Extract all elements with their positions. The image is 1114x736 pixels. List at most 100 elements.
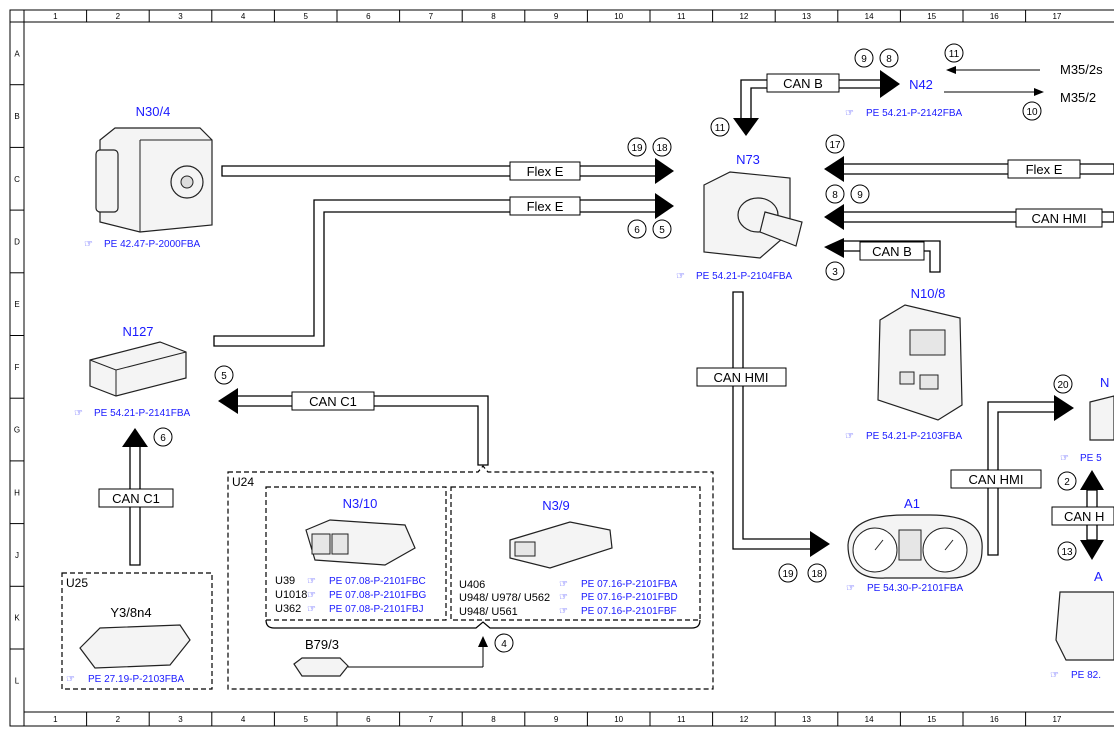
n3-10-ref-2[interactable]: PE 07.08-P-2101FBG (329, 590, 426, 601)
n3-9-box (450, 486, 701, 621)
m35-2s-label: M35/2s (1060, 62, 1103, 77)
column-number: 5 (303, 715, 308, 724)
n3-9-ref-3[interactable]: PE 07.16-P-2101FBF (581, 606, 677, 617)
marker-20: 20 (1057, 380, 1069, 391)
n3-10-box (265, 486, 447, 621)
column-number: 2 (116, 715, 121, 724)
pe-ref-icon: ☞ (74, 408, 83, 419)
n3-9-ref-2[interactable]: PE 07.16-P-2101FBD (581, 592, 678, 603)
row-letter: C (14, 175, 20, 184)
pe-ref-icon: ☞ (1060, 453, 1069, 464)
arrow-right-icon (810, 531, 830, 557)
pe-ref-icon: ☞ (307, 576, 316, 587)
column-number: 11 (677, 715, 686, 724)
column-number: 15 (927, 715, 936, 724)
arrow-up-icon (478, 636, 488, 647)
marker-9: 9 (857, 190, 863, 201)
n127-label: N127 (122, 324, 153, 339)
can-b-label-2: CAN B (872, 244, 912, 259)
arrow-down-icon (733, 118, 759, 136)
right-a-ref[interactable]: PE 82. (1071, 670, 1101, 681)
column-number: 7 (429, 12, 434, 21)
arrow-left-icon (824, 204, 844, 230)
n42-ref[interactable]: PE 54.21-P-2142FBA (866, 108, 962, 119)
y3-8n4-label: Y3/8n4 (110, 605, 151, 620)
n10-8-label: N10/8 (911, 286, 946, 301)
marker-4: 4 (501, 639, 507, 650)
column-number: 10 (614, 715, 623, 724)
can-hmi-label-1: CAN HMI (1032, 211, 1087, 226)
marker-11: 11 (949, 49, 960, 60)
flex-e-label-1: Flex E (527, 164, 564, 179)
column-number: 15 (927, 12, 936, 21)
marker-10: 10 (1026, 107, 1038, 118)
n3-9-code-3: U948/ U561 (459, 606, 518, 618)
right-a-unit (1055, 591, 1114, 661)
arrow-right-icon (1054, 395, 1074, 421)
row-letter: G (14, 426, 20, 435)
column-number: 4 (241, 715, 246, 724)
right-n-label: N (1100, 375, 1109, 390)
can-c1-label-1: CAN C1 (309, 394, 357, 409)
a1-ref[interactable]: PE 54.30-P-2101FBA (867, 583, 963, 594)
n3-10-code-1: U39 (275, 575, 295, 587)
pe-ref-icon: ☞ (845, 108, 854, 119)
column-number: 17 (1052, 12, 1061, 21)
column-number: 3 (178, 715, 183, 724)
column-number: 6 (366, 12, 371, 21)
a1-instrument-cluster (847, 514, 983, 579)
n73-label: N73 (736, 152, 760, 167)
n3-9-label: N3/9 (542, 498, 569, 513)
column-number: 1 (53, 715, 58, 724)
can-b-label-1: CAN B (783, 76, 823, 91)
pe-ref-icon: ☞ (676, 271, 685, 282)
can-hmi-wire-2 (732, 291, 813, 550)
marker-8: 8 (832, 190, 838, 201)
n73-ref[interactable]: PE 54.21-P-2104FBA (696, 271, 792, 282)
marker-9: 9 (861, 54, 867, 65)
marker-2: 2 (1064, 477, 1070, 488)
row-letter: E (14, 300, 19, 309)
right-n-ref[interactable]: PE 5 (1080, 453, 1102, 464)
column-number: 8 (491, 715, 496, 724)
arrow-right-icon (655, 158, 674, 184)
column-number: 4 (241, 12, 246, 21)
y3-8n4-ref[interactable]: PE 27.19-P-2103FBA (88, 674, 184, 685)
n3-9-ref-1[interactable]: PE 07.16-P-2101FBA (581, 579, 677, 590)
n3-10-ecu (305, 519, 416, 566)
column-number: 17 (1052, 715, 1061, 724)
u25-group-box (61, 572, 213, 690)
right-a-label: A (1094, 569, 1103, 584)
b79-3-sensor (293, 657, 349, 677)
row-letter: A (14, 49, 20, 58)
marker-19: 19 (782, 569, 794, 580)
marker-6: 6 (634, 225, 640, 236)
n3-10-ref-3[interactable]: PE 07.08-P-2101FBJ (329, 604, 424, 615)
b79-3-label: B79/3 (305, 637, 339, 652)
arrow-down-icon (1080, 540, 1104, 560)
marker-8: 8 (886, 54, 892, 65)
pe-ref-icon: ☞ (66, 674, 75, 685)
arrow-right-icon (1034, 88, 1044, 96)
a1-label: A1 (904, 496, 920, 511)
marker-11: 11 (715, 123, 726, 134)
n30-4-ref[interactable]: PE 42.47-P-2000FBA (104, 239, 200, 250)
marker-6: 6 (160, 433, 166, 444)
column-number: 8 (491, 12, 496, 21)
flex-e-label-3: Flex E (1026, 162, 1063, 177)
pe-ref-icon: ☞ (559, 579, 568, 590)
arrow-up-icon (122, 428, 148, 447)
n127-ref[interactable]: PE 54.21-P-2141FBA (94, 408, 190, 419)
n3-10-ref-1[interactable]: PE 07.08-P-2101FBC (329, 576, 426, 587)
marker-18: 18 (656, 143, 668, 154)
n10-8-ref[interactable]: PE 54.21-P-2103FBA (866, 431, 962, 442)
n3-9-code-2: U948/ U978/ U562 (459, 592, 550, 604)
column-number: 13 (802, 12, 811, 21)
arrow-left-icon (824, 156, 844, 182)
marker-13: 13 (1061, 547, 1073, 558)
n3-10-label: N3/10 (343, 496, 378, 511)
n10-8-module (877, 304, 963, 421)
row-letter: H (14, 488, 20, 497)
